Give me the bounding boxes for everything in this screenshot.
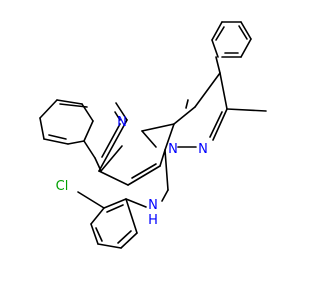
bond — [159, 149, 166, 167]
molecule-diagram: N N N N H Cl — [39, 21, 267, 249]
bond — [215, 56, 221, 74]
bond — [164, 149, 169, 191]
bond — [127, 165, 161, 186]
bond — [39, 117, 45, 140]
bond — [240, 38, 252, 58]
bond — [94, 157, 102, 172]
bond — [117, 230, 132, 244]
structure-canvas: N N N N H Cl — [39, 21, 267, 249]
bond — [67, 140, 85, 145]
bond — [83, 120, 94, 142]
bond — [226, 108, 267, 112]
bond — [215, 26, 225, 41]
bond — [164, 123, 175, 151]
bond — [90, 223, 99, 245]
bond — [106, 204, 124, 213]
bond — [48, 134, 67, 140]
bond — [98, 170, 129, 186]
chlorine-label: Cl — [56, 179, 69, 194]
bond — [125, 198, 147, 208]
bond — [240, 21, 252, 40]
bond — [141, 123, 175, 132]
bond — [77, 191, 105, 209]
bond — [125, 198, 138, 234]
bond — [185, 99, 189, 109]
bond — [83, 140, 96, 159]
amine-hydrogen-label: H — [148, 213, 158, 228]
bond — [211, 39, 219, 58]
bond — [238, 25, 248, 40]
bond — [100, 145, 123, 172]
bond — [114, 111, 121, 121]
bond — [101, 123, 121, 158]
bond — [90, 207, 105, 225]
bond — [39, 99, 58, 119]
bond — [97, 243, 122, 249]
bond — [141, 130, 157, 148]
bond — [115, 102, 128, 121]
bond — [103, 198, 127, 209]
bond — [95, 227, 103, 242]
bond — [173, 106, 196, 125]
bond — [194, 72, 221, 108]
bond — [211, 21, 223, 41]
bond — [43, 138, 69, 145]
bond — [161, 189, 169, 202]
bond — [219, 72, 228, 110]
pyrazole-nitrogen-label: N — [198, 142, 208, 157]
bond — [98, 119, 128, 172]
bridge-nitrogen-label: N — [168, 142, 178, 157]
bond — [209, 111, 223, 138]
bond — [131, 163, 157, 179]
bond — [59, 103, 88, 108]
bond — [212, 108, 228, 141]
amine-nitrogen-label: N — [148, 198, 158, 213]
bond — [56, 99, 83, 105]
atom-labels: N N N N H Cl — [56, 115, 208, 228]
bonds — [39, 21, 267, 249]
bond — [120, 232, 138, 249]
imine-nitrogen-label: N — [117, 115, 127, 130]
